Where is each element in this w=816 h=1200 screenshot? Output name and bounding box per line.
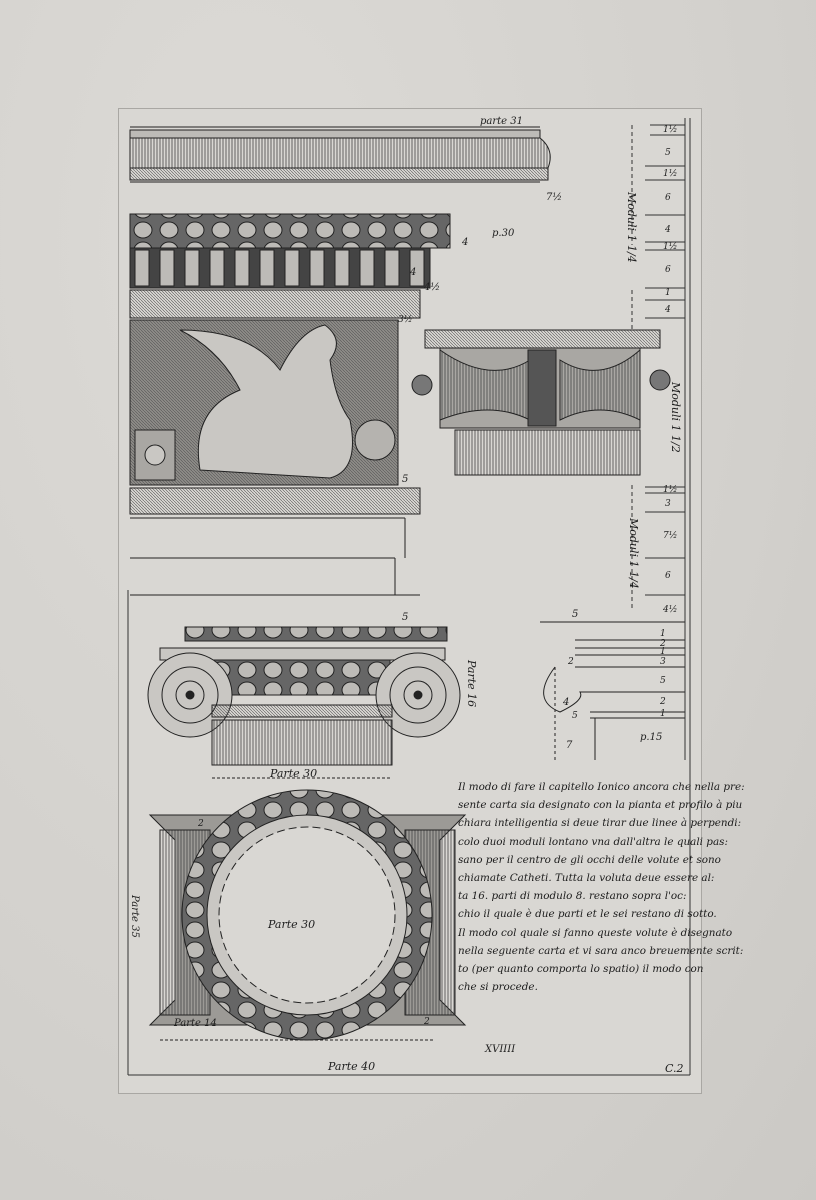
capital-side-view (411, 329, 671, 476)
scale-value: 4½ (662, 604, 677, 615)
dim-3-5: 3½ (398, 314, 412, 325)
dim-7-5: 7½ (546, 192, 562, 203)
text-line: sente carta sia designato con la pianta … (458, 799, 743, 812)
dim-7: 7 (566, 740, 573, 751)
scale-value: 1½ (663, 168, 677, 179)
entablature-ornament (129, 213, 451, 319)
scale-value: 5 (665, 148, 671, 158)
text-line: che si procede. (458, 981, 538, 994)
scale-value: 1 (660, 629, 666, 639)
text-line: chiamate Catheti. Tutta la voluta deue e… (458, 872, 715, 885)
dim-5: 5 (402, 474, 408, 485)
capital-plan (148, 789, 467, 1041)
label-moduli-low: Moduli 1 1/4 (627, 517, 640, 589)
scale-value: 1½ (663, 484, 677, 495)
text-line: nella seguente carta et vi sara anco bre… (458, 944, 744, 957)
signature-mark: C.2 (665, 1062, 684, 1075)
scale-top-values: 1½ 5 1½ 6 4 1½ 6 1 4 (663, 124, 677, 315)
label-p-15: p.15 (640, 732, 662, 743)
capital-profile (540, 621, 685, 760)
label-moduli-top: Moduli 1 1/4 (625, 191, 638, 263)
text-line: sano per il centro de gli occhi delle vo… (458, 853, 721, 866)
architrave-fasciae (130, 517, 420, 596)
dim-4: 4 (461, 237, 468, 248)
text-line: Il modo di fare il capitello Ionico anco… (458, 781, 745, 793)
scale-value: 3 (660, 657, 666, 667)
scale-value: 6 (665, 193, 671, 203)
scale-value: 1 (665, 288, 671, 298)
dim-4b: 4 (409, 267, 416, 278)
architrave-molding (129, 487, 421, 515)
scale-value: 7½ (663, 530, 677, 541)
label-parte-30-plan: Parte 30 (267, 918, 315, 931)
scale-value: 2 (659, 639, 666, 649)
dim-5c: 5 (572, 609, 578, 620)
labels: parte 31 p.30 Moduli 1 1/4 Moduli 1 1/2 … (129, 116, 684, 1075)
scale-value: 5 (660, 676, 666, 686)
scale-value: 4 (664, 225, 671, 235)
text-line: chiara intelligentia si deue tirar due l… (458, 817, 742, 830)
dim-5d: 5 (572, 711, 578, 721)
cornice (129, 126, 551, 183)
scale-value: 6 (665, 265, 671, 275)
text-line: ta 16. parti di modulo 8. restano sopra … (458, 890, 687, 903)
text-line: to (per quanto comporta lo spatio) il mo… (458, 963, 704, 976)
scale-value: 3 (665, 499, 671, 509)
scale-value: 4 (664, 305, 671, 315)
label-parte-35: Parte 35 (129, 894, 140, 938)
griffin-frieze (129, 319, 399, 486)
text-line: colo duoi moduli lontano vna dall'altra … (458, 835, 728, 848)
label-parte-31: parte 31 (480, 116, 523, 127)
label-p-30: p.30 (492, 228, 515, 239)
text-line: chio il quale è due parti et le sei rest… (458, 908, 717, 921)
scale-value: 6 (665, 571, 671, 581)
dim-2: 2 (567, 657, 574, 667)
label-parte-40: Parte 40 (327, 1060, 375, 1073)
scale-bars (127, 118, 691, 1076)
scale-value: 1½ (663, 124, 677, 135)
scale-low-values: 1½ 3 7½ 6 4½ 1 2 1 3 5 2 1 (659, 484, 677, 719)
dim-2b: 2 (197, 819, 204, 829)
dim-5b: 5 (402, 612, 408, 623)
dim-4c: 4 (562, 697, 569, 708)
dim-4-5: 4½ (423, 282, 440, 293)
plate-number: XVIIII (484, 1044, 516, 1055)
label-parte-16: Parte 16 (465, 659, 478, 707)
description-text: Il modo di fare il capitello Ionico anco… (458, 778, 745, 996)
scale-value: 1 (660, 709, 666, 719)
label-parte-14: Parte 14 (173, 1018, 217, 1029)
dim-2c: 2 (423, 1017, 430, 1027)
scale-value: 1 (660, 647, 666, 657)
scale-value: 1½ (663, 241, 677, 252)
scale-value: 2 (659, 697, 666, 707)
text-line: Il modo col quale si fanno queste volute… (458, 926, 733, 939)
label-moduli-mid: Moduli 1 1/2 (669, 381, 682, 453)
ionic-capital-front (147, 626, 461, 779)
label-parte-30-capital: Parte 30 (269, 767, 317, 780)
